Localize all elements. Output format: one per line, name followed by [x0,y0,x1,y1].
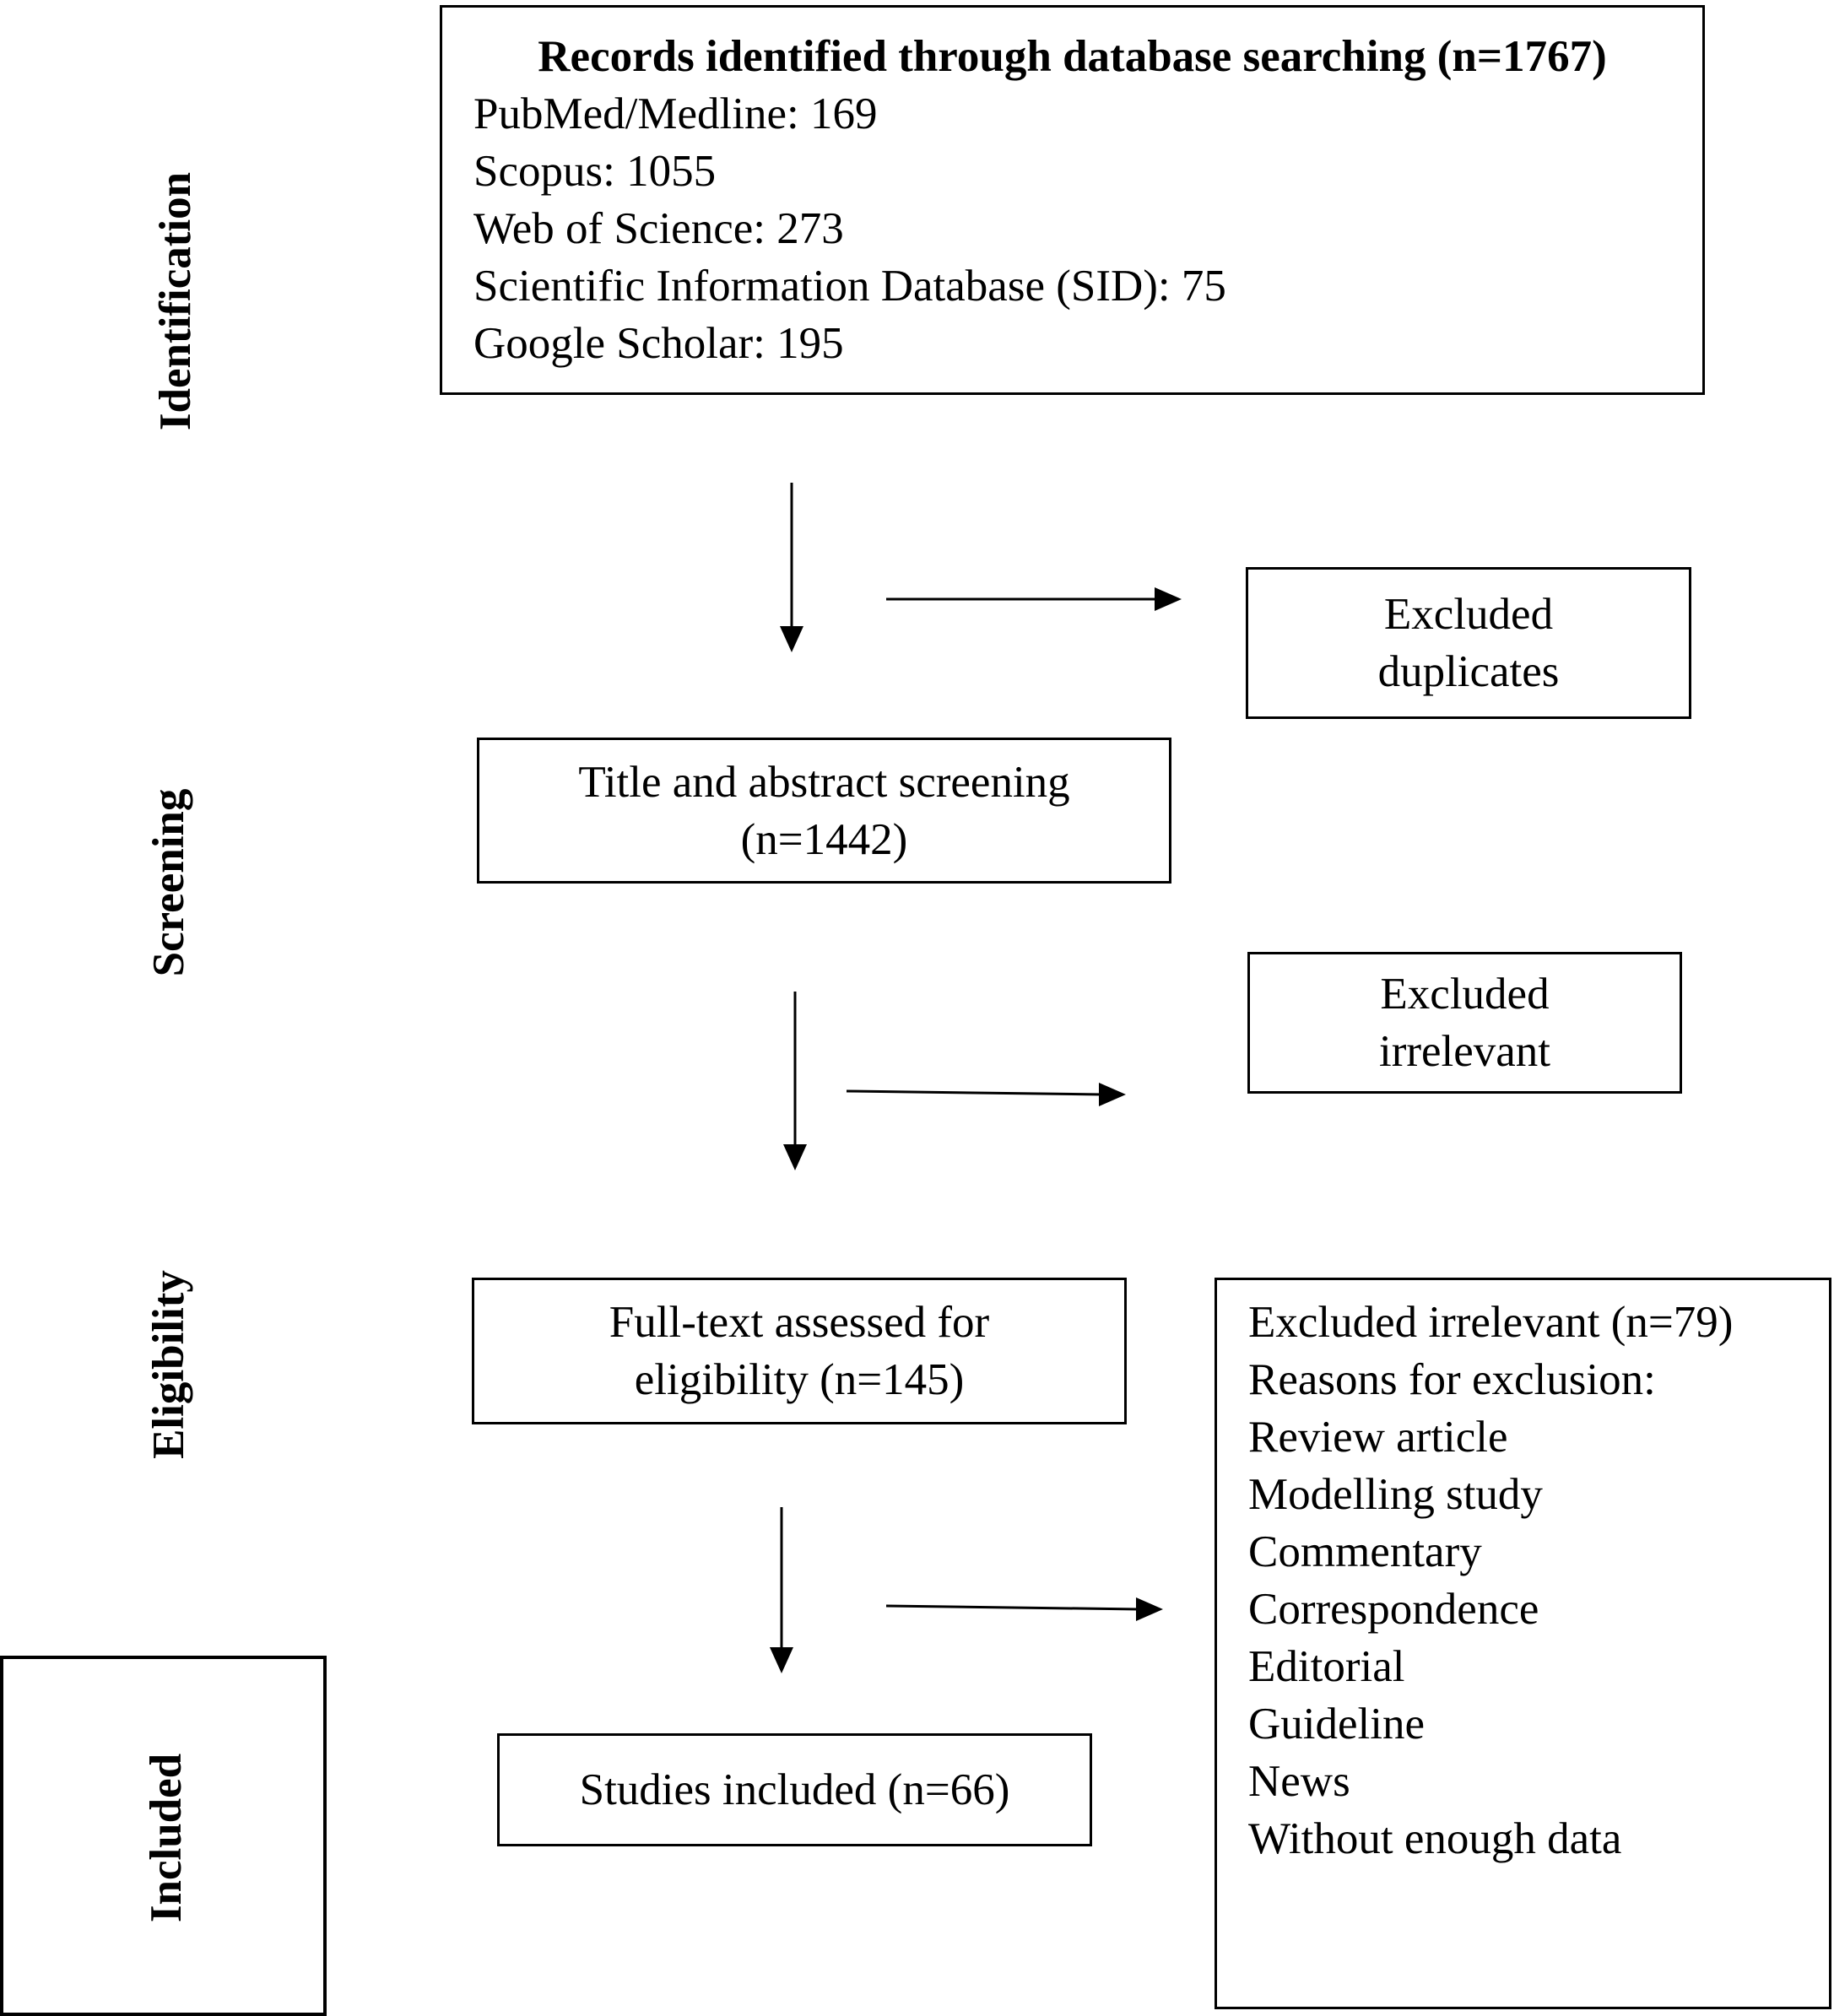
exclusion-reason-list: Review article Modelling study Commentar… [1248,1408,1621,1867]
down-arrow-eligibility-to-included [770,1507,793,1673]
exclusion-reasons-box: Excluded irrelevant (n=79) Reasons for e… [1215,1278,1831,2009]
included-stage-frame [0,1656,327,2016]
exclusion-reason-item: Editorial [1248,1642,1405,1691]
exclusion-reason-item: Commentary [1248,1527,1482,1576]
right-arrow-to-excluded-irrelevant [846,1083,1126,1106]
exclusion-reason-item: Without enough data [1248,1814,1622,1863]
exclusion-reason-item: Guideline [1248,1700,1425,1748]
studies-included-label: Studies included (n=66) [579,1765,1010,1814]
fulltext-line: eligibility (n=145) [634,1355,965,1404]
database-source-item: Google Scholar: 195 [473,319,844,368]
screening-line: Title and abstract screening [578,757,1070,807]
records-identified-title: Records identified through database sear… [538,32,1607,81]
excluded-irrelevant-line: irrelevant [1378,1027,1551,1076]
down-arrow-identification-to-screening [780,483,803,652]
exclusion-reason-item: Correspondence [1248,1585,1539,1634]
exclusion-reasons-heading: Excluded irrelevant (n=79) [1248,1298,1734,1347]
right-arrow-to-excluded-duplicates [886,587,1182,611]
records-identified-box: Records identified through database sear… [440,5,1705,395]
database-source-item: Scientific Information Database (SID): 7… [473,262,1226,311]
database-source-item: Scopus: 1055 [473,147,717,196]
exclusion-reason-item: News [1248,1757,1350,1806]
exclusion-reasons-subheading: Reasons for exclusion: [1248,1355,1656,1404]
database-source-list: PubMed/Medline: 169 Scopus: 1055 Web of … [473,85,1226,372]
excluded-irrelevant-line: Excluded [1380,970,1550,1019]
fulltext-line: Full-text assessed for [609,1298,990,1347]
database-source-item: Web of Science: 273 [473,204,844,253]
excluded-duplicates-box: Excluded duplicates [1246,567,1691,719]
title-abstract-screening-box: Title and abstract screening (n=1442) [477,738,1171,884]
excluded-irrelevant-box: Excluded irrelevant [1247,952,1682,1094]
exclusion-reason-item: Modelling study [1248,1470,1543,1519]
database-source-item: PubMed/Medline: 169 [473,89,878,138]
screening-line: (n=1442) [740,814,908,864]
exclusion-reason-item: Review article [1248,1413,1508,1462]
studies-included-box: Studies included (n=66) [497,1733,1092,1846]
excluded-duplicates-line: Excluded [1383,590,1554,639]
fulltext-eligibility-box: Full-text assessed for eligibility (n=14… [472,1278,1127,1424]
right-arrow-to-exclusion-reasons [885,1597,1163,1621]
excluded-duplicates-line: duplicates [1377,647,1560,696]
down-arrow-screening-to-eligibility [783,992,807,1170]
